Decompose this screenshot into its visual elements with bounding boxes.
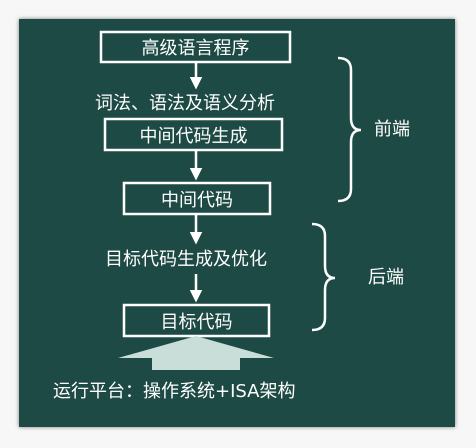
analysis-step-label: 词法、语法及语义分析 (95, 93, 275, 114)
ir-generation-label: 中间代码生成 (140, 126, 248, 147)
source-program-box (99, 30, 292, 64)
ir-label: 中间代码 (161, 190, 233, 211)
target-code-box (122, 303, 271, 338)
target-code-label: 目标代码 (161, 312, 233, 333)
front-end-bracket (337, 56, 362, 203)
codegen-step-label: 目标代码生成及优化 (105, 249, 267, 270)
back-end-bracket (311, 222, 336, 332)
back-end-label: 后端 (368, 267, 404, 288)
source-program-label: 高级语言程序 (142, 38, 250, 59)
ir-box (122, 181, 272, 216)
platform-support-arrow (118, 336, 274, 370)
ir-generation-box (103, 117, 284, 152)
platform-label: 运行平台：操作系统+ISA架构 (53, 381, 295, 402)
front-end-label: 前端 (374, 119, 410, 140)
